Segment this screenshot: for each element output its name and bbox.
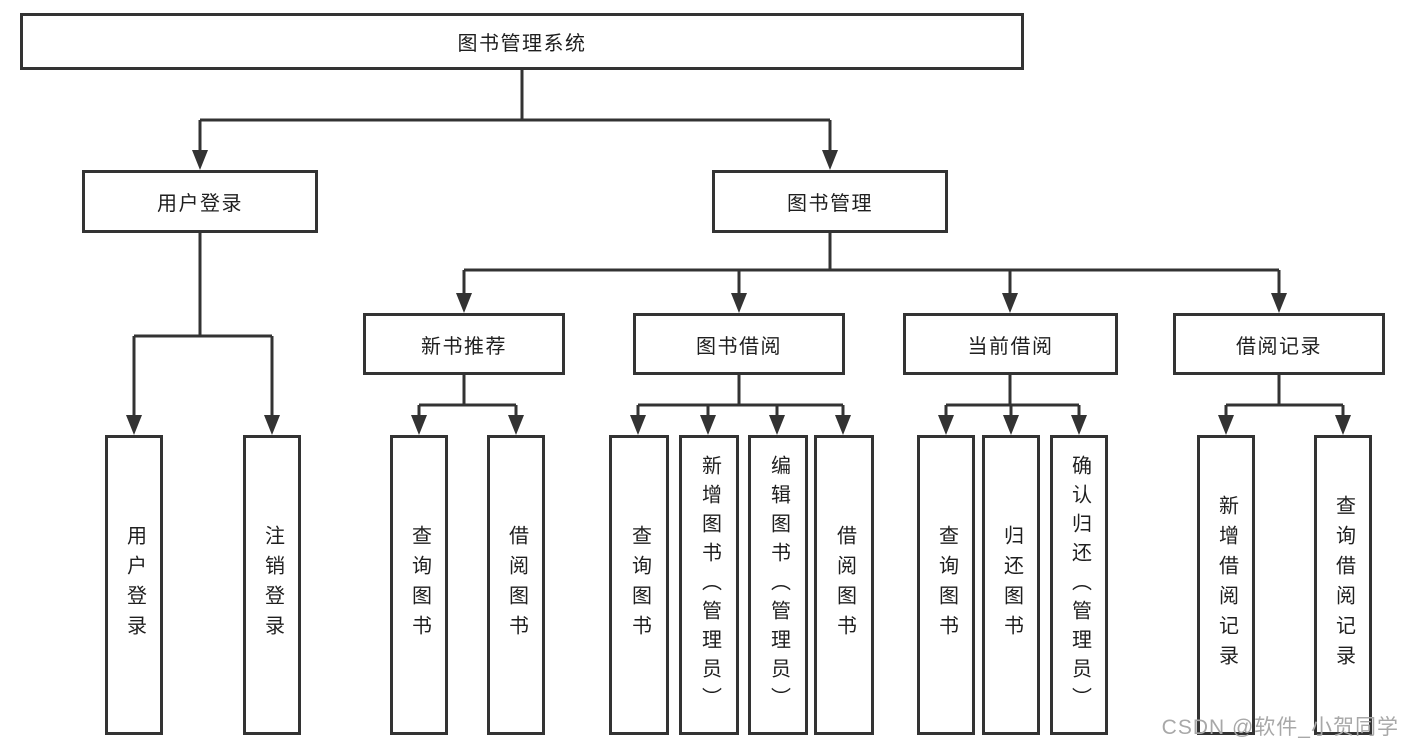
arrow-down-icon: [630, 415, 646, 435]
leaf-label: 用户登录: [123, 525, 146, 645]
arrow-down-icon: [1002, 293, 1018, 313]
leaf-logout: 注销登录: [243, 435, 301, 735]
arrowheads-borrow-records: [1218, 415, 1351, 435]
leaf-add-borrow-record: 新增借阅记录: [1197, 435, 1255, 735]
arrow-down-icon: [456, 293, 472, 313]
arrowheads-user-login: [126, 415, 280, 435]
arrowheads-current-borrow: [938, 415, 1087, 435]
node-new-book-recommend: 新书推荐: [363, 313, 565, 375]
leaf-label: 新增图书（管理员）: [698, 454, 721, 716]
node-book-borrow: 图书借阅: [633, 313, 845, 375]
arrow-down-icon: [822, 150, 838, 170]
arrow-down-icon: [1003, 415, 1019, 435]
leaf-label: 编辑图书（管理员）: [767, 454, 790, 716]
arrow-down-icon: [731, 293, 747, 313]
leaf-label: 注销登录: [261, 525, 284, 645]
leaf-edit-books-admin: 编辑图书（管理员）: [748, 435, 808, 735]
leaf-borrow-books-2: 借阅图书: [814, 435, 874, 735]
arrow-down-icon: [1071, 415, 1087, 435]
leaf-search-books-1: 查询图书: [390, 435, 448, 735]
node-book-management: 图书管理: [712, 170, 948, 233]
arrow-down-icon: [192, 150, 208, 170]
node-root-system: 图书管理系统: [20, 13, 1024, 70]
leaf-confirm-return-admin: 确认归还（管理员）: [1050, 435, 1108, 735]
arrow-down-icon: [769, 415, 785, 435]
node-current-borrow: 当前借阅: [903, 313, 1118, 375]
arrow-down-icon: [264, 415, 280, 435]
connector-borrow-records-to-leaves: [1224, 375, 1345, 417]
connector-book-mgmt-to-level3: [462, 233, 1281, 295]
arrowheads-new-book: [411, 415, 524, 435]
leaf-label: 借阅图书: [505, 525, 528, 645]
leaf-label: 借阅图书: [833, 525, 856, 645]
leaf-label: 查询图书: [628, 525, 651, 645]
leaf-search-books-2: 查询图书: [609, 435, 669, 735]
leaf-user-login: 用户登录: [105, 435, 163, 735]
leaf-borrow-books-1: 借阅图书: [487, 435, 545, 735]
csdn-watermark: CSDN @软件_小贺同学: [1161, 716, 1399, 739]
arrow-down-icon: [508, 415, 524, 435]
leaf-label: 新增借阅记录: [1215, 495, 1238, 675]
arrowheads-level3: [456, 293, 1287, 313]
arrow-down-icon: [835, 415, 851, 435]
leaf-search-books-3: 查询图书: [917, 435, 975, 735]
arrow-down-icon: [1335, 415, 1351, 435]
arrow-down-icon: [1271, 293, 1287, 313]
arrow-down-icon: [700, 415, 716, 435]
leaf-label: 确认归还（管理员）: [1068, 454, 1091, 716]
arrow-down-icon: [1218, 415, 1234, 435]
connector-user-login-to-leaves: [132, 233, 274, 417]
leaf-label: 查询借阅记录: [1332, 495, 1355, 675]
leaf-label: 查询图书: [408, 525, 431, 645]
arrowheads-book-borrow: [630, 415, 851, 435]
leaf-search-borrow-record: 查询借阅记录: [1314, 435, 1372, 735]
node-borrow-records: 借阅记录: [1173, 313, 1385, 375]
leaf-return-books: 归还图书: [982, 435, 1040, 735]
connector-new-book-to-leaves: [417, 375, 518, 417]
leaf-add-books-admin: 新增图书（管理员）: [679, 435, 739, 735]
connector-root-to-level2: [198, 70, 832, 152]
node-user-login: 用户登录: [82, 170, 318, 233]
arrowheads-level2: [192, 150, 838, 170]
leaf-label: 归还图书: [1000, 525, 1023, 645]
leaf-label: 查询图书: [935, 525, 958, 645]
connector-current-borrow-to-leaves: [944, 375, 1081, 417]
arrow-down-icon: [126, 415, 142, 435]
arrow-down-icon: [411, 415, 427, 435]
connector-book-borrow-to-leaves: [636, 375, 845, 417]
arrow-down-icon: [938, 415, 954, 435]
